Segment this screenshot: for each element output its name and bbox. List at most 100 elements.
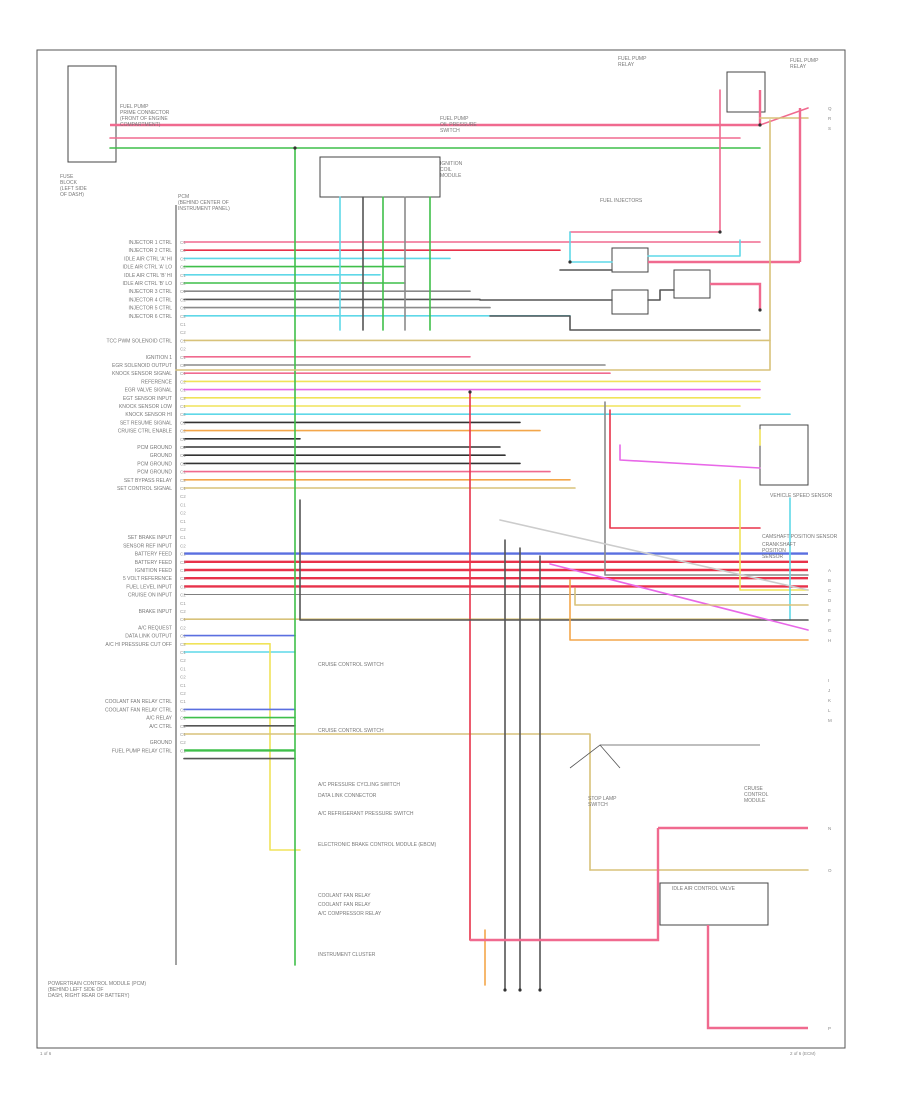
pin-label: INJECTOR 3 CTRL [128, 289, 172, 295]
pin-id: C1 [180, 322, 186, 327]
pin-id: C2 [180, 609, 186, 614]
pin-label: 5 VOLT REFERENCE [123, 576, 173, 582]
pcm-label: INSTRUMENT PANEL) [178, 206, 230, 212]
pin-label: CRUISE CTRL ENABLE [118, 429, 173, 435]
splice-dot [568, 260, 572, 264]
pin-id: C1 [180, 338, 186, 343]
pin-id: C2 [180, 658, 186, 663]
pin-label: FUEL LEVEL INPUT [126, 584, 172, 590]
pin-label: TCC PWM SOLENOID CTRL [106, 338, 172, 344]
pin-label: GROUND [150, 740, 173, 746]
pin-label: KNOCK SENSOR LOW [119, 404, 172, 410]
pin-id: C1 [180, 420, 186, 425]
top-callout: RELAY [618, 62, 635, 68]
diagram-frame [36, 49, 846, 1049]
edge-marker: N [828, 826, 831, 831]
edge-marker: R [828, 116, 832, 121]
splice-dot [293, 146, 297, 150]
pin-id: C2 [180, 724, 186, 729]
splice-dot [758, 308, 762, 312]
gray-route [499, 519, 809, 591]
data-link-drop [269, 643, 301, 851]
callout: A/C REFRIGERANT PRESSURE SWITCH [318, 811, 414, 817]
inj-g [710, 282, 762, 310]
pcm-label: PCM [178, 194, 189, 200]
splice-dot [758, 123, 762, 127]
pin-label: IDLE AIR CTRL 'B' HI [124, 273, 172, 279]
top-callout: (FRONT OF ENGINE [120, 116, 168, 122]
edge-marker: L [828, 708, 831, 713]
component-label: CRANKSHAFT [762, 542, 796, 548]
edge-marker: Q [828, 106, 832, 111]
inj-a [569, 231, 613, 263]
pin-label: INJECTOR 4 CTRL [128, 297, 172, 303]
pin-label: PCM GROUND [137, 470, 172, 476]
edge-marker: E [828, 608, 831, 613]
splice-dot [468, 390, 472, 394]
pin-id: C1 [180, 732, 186, 737]
component-label: SENSOR [762, 554, 784, 560]
inj-e [647, 239, 741, 257]
pin-id: C1 [180, 519, 186, 524]
callout: ELECTRONIC BRAKE CONTROL MODULE (EBCM) [318, 842, 436, 848]
pcm-label: (BEHIND CENTER OF [178, 200, 229, 206]
pcm-title: DASH, RIGHT REAR OF BATTERY) [48, 993, 130, 999]
pin-id: C1 [180, 453, 186, 458]
pin-id: C2 [180, 593, 186, 598]
top-callout: MODULE [440, 173, 462, 179]
pin-label: PCM GROUND [137, 445, 172, 451]
top-callout: FUEL INJECTORS [600, 198, 643, 204]
edge-marker: D [828, 598, 832, 603]
pin-id: C2 [180, 429, 186, 434]
pin-id: C2 [180, 281, 186, 286]
edge-marker: K [828, 698, 831, 703]
pin-label: INJECTOR 2 CTRL [128, 248, 172, 254]
pin-id: C1 [180, 748, 186, 753]
pin-label: EGT SENSOR INPUT [123, 396, 172, 402]
pin-label: PCM GROUND [137, 461, 172, 467]
pin-id: C1 [180, 716, 186, 721]
pin-id: C1 [180, 306, 186, 311]
pin-id: C1 [180, 404, 186, 409]
pin-id: C1 [180, 568, 186, 573]
pin-label: DATA LINK OUTPUT [125, 634, 172, 640]
pcm-title: (BEHIND LEFT SIDE OF [48, 987, 103, 993]
pin-label: IDLE AIR CTRL 'A' LO [122, 265, 172, 271]
pin-label: IDLE AIR CTRL 'B' LO [122, 281, 172, 287]
pin-label: COOLANT FAN RELAY CTRL [105, 707, 172, 713]
ac-ctrl [183, 733, 809, 871]
tcc-run [175, 119, 771, 371]
pin-id: C2 [180, 675, 186, 680]
top-callout: COIL [440, 167, 452, 173]
top-callout: FUEL PUMP [790, 58, 819, 64]
callout: COOLANT FAN RELAY [318, 902, 371, 908]
pin-label: INJECTOR 5 CTRL [128, 306, 172, 312]
mag-route-2 [549, 563, 809, 631]
fuel-pump-relay-box [726, 71, 766, 113]
tan-route [574, 587, 809, 606]
pin-id: C2 [180, 379, 186, 384]
top-callout: FUEL PUMP [440, 116, 469, 122]
pin-id: C1 [180, 683, 186, 688]
top-callout: COMPARTMENT) [120, 122, 161, 128]
top-pink-feed [110, 90, 762, 127]
pin-label: SET BRAKE INPUT [128, 535, 172, 541]
splice-dot [538, 988, 542, 992]
callout: COOLANT FAN RELAY [318, 893, 371, 899]
relay-box-lower [659, 882, 769, 926]
edge-marker: G [828, 628, 832, 633]
pin-id: C2 [180, 478, 186, 483]
pin-id: C2 [180, 297, 186, 302]
relay-out-lower [470, 828, 660, 942]
pin-label: BATTERY FEED [135, 552, 173, 558]
footer-right: 2 of 6 (ECM) [790, 1051, 816, 1056]
pin-id: C1 [180, 634, 186, 639]
pin-id: C2 [180, 494, 186, 499]
pin-id: C2 [180, 576, 186, 581]
edge-marker: H [828, 638, 831, 643]
pin-id: C1 [180, 502, 186, 507]
top-callout: FUSE [60, 174, 74, 180]
callout: CRUISE CONTROL SWITCH [318, 662, 384, 668]
pin-label: SET CONTROL SIGNAL [117, 486, 172, 492]
